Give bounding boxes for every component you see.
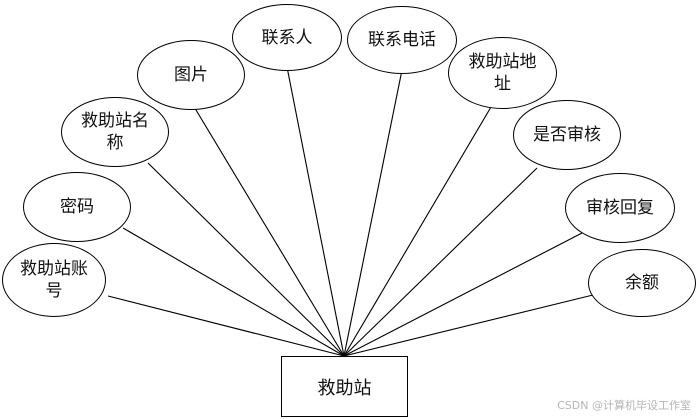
connector-address: [343, 106, 492, 357]
attribute-name: 救助站名称: [61, 97, 169, 167]
connector-password: [122, 227, 345, 357]
connector-image: [192, 104, 345, 357]
attribute-balance: 余额: [588, 249, 696, 317]
connector-phone: [343, 69, 403, 357]
attribute-password: 密码: [23, 172, 131, 242]
attribute-contact: 联系人: [232, 4, 342, 71]
connector-balance: [343, 294, 594, 357]
connector-approved: [343, 167, 538, 357]
attribute-phone: 联系电话: [347, 6, 457, 74]
connector-contact: [286, 66, 345, 357]
attribute-account: 救助站账号: [2, 243, 106, 317]
attribute-approved: 是否审核: [513, 100, 621, 170]
connector-account: [107, 295, 345, 357]
attribute-image: 图片: [137, 40, 245, 110]
attribute-review-reply: 审核回复: [565, 173, 675, 243]
entity-rescue-station: 救助站: [281, 356, 408, 417]
connector-review-reply: [343, 232, 583, 357]
connector-name: [147, 162, 345, 357]
attribute-address: 救助站地址: [448, 37, 557, 109]
watermark: CSDN @计算机毕设工作室: [557, 399, 691, 412]
